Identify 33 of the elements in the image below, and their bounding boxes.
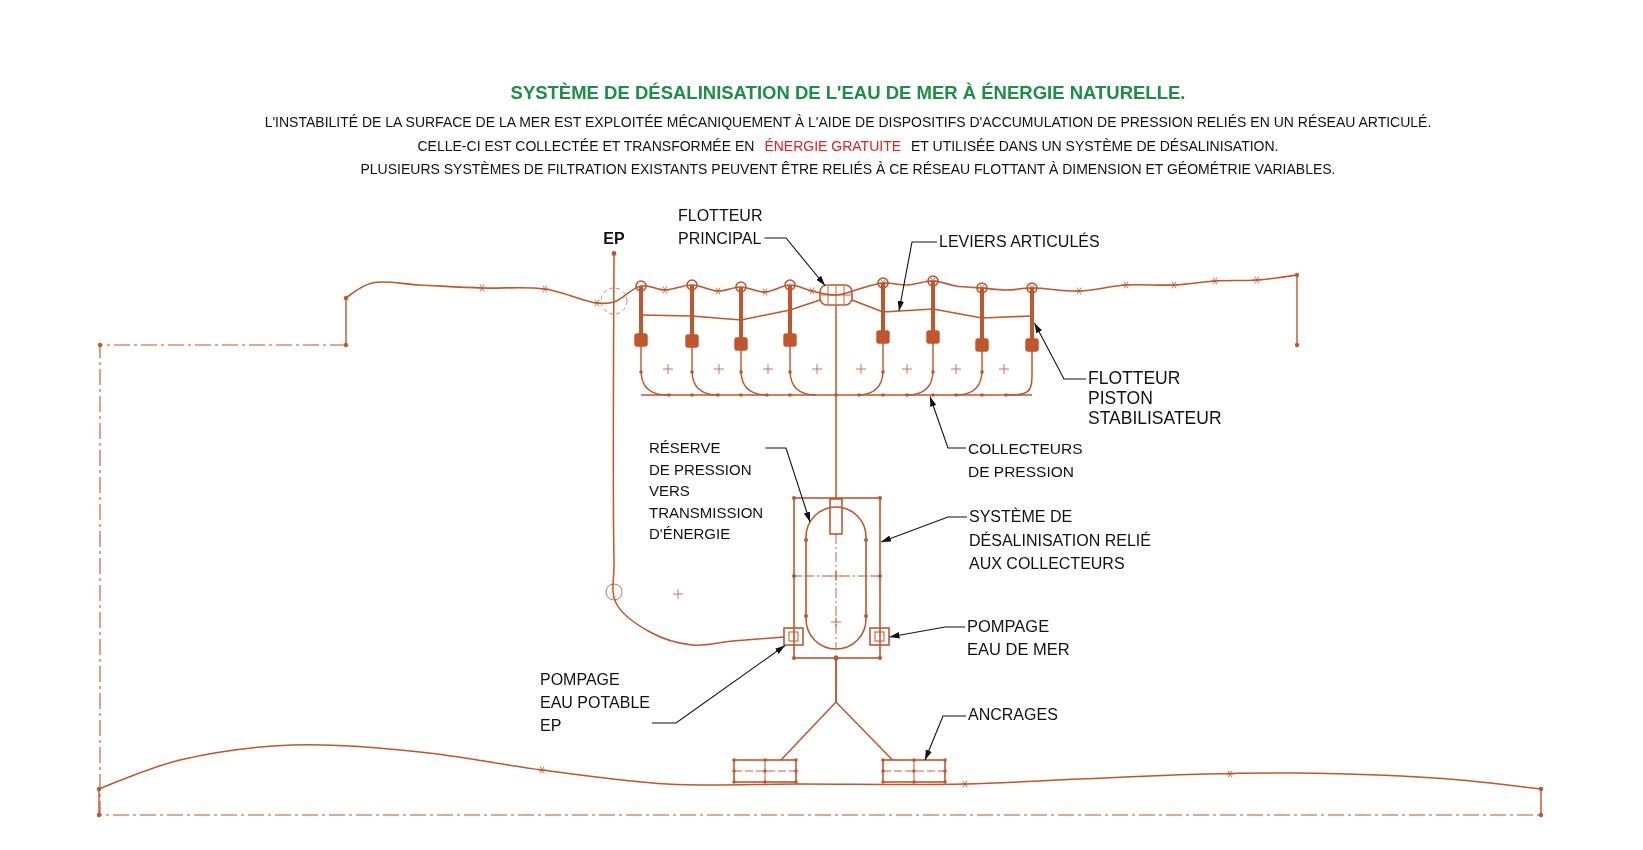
seawater-pump — [869, 627, 890, 646]
diagram-title: SYSTÈME DE DÉSALINISATION DE L'EAU DE MER À ÉNERGIE NATURELLE. — [510, 82, 1186, 104]
callout-label: FLOTTEUR PRINCIPAL — [678, 204, 763, 250]
description-text: CELLE-CI EST COLLECTÉE ET TRANSFORMÉE EN — [417, 138, 755, 155]
description-text: L'INSTABILITÉ DE LA SURFACE DE LA MER EST EXPLOITÉE MÉCANIQUEMENT À L'AIDE DE DISPOSITIFS D'ACCUMULATION DE PRESSION RELIÉS EN UN RÉSEAU ARTICULÉ. — [264, 114, 1432, 131]
description-text: ET UTILISÉE DANS UN SYSTÈME DE DÉSALINISATION. — [911, 138, 1279, 155]
potable-water-pump — [783, 627, 804, 646]
description-text: PLUSIEURS SYSTÈMES DE FILTRATION EXISTANTS PEUVENT ÊTRE RELIÉS À CE RÉSEAU FLOTTANT À DIMENSION ET GÉOMÉTRIE VARIABLES. — [360, 161, 1336, 178]
pipe-label: EP — [603, 228, 625, 251]
callout-label: POMPAGE EAU DE MER — [967, 615, 1070, 661]
leader-line — [651, 644, 786, 724]
pressure-reserve-tank — [803, 498, 869, 650]
leader-line — [924, 715, 967, 761]
highlighted-text: ÉNERGIE GRATUITE — [764, 138, 902, 155]
callout-label: ANCRAGES — [968, 704, 1058, 727]
anchor-block — [732, 758, 798, 784]
piston-float — [1025, 282, 1039, 352]
callout-label: COLLECTEURS DE PRESSION — [968, 437, 1083, 483]
anchor-block — [881, 758, 947, 784]
pipe-line — [611, 251, 785, 646]
leader-line — [1033, 322, 1087, 380]
desalination-unit-frame — [792, 496, 882, 660]
leader-line — [764, 447, 811, 523]
callout-label: LEVIERS ARTICULÉS — [939, 231, 1100, 254]
leader-line — [880, 516, 968, 543]
leader-line — [888, 626, 966, 639]
callout-label: SYSTÈME DE DÉSALINISATION RELIÉ AUX COLLECTEURS — [969, 505, 1151, 576]
callout-label: POMPAGE EAU POTABLE EP — [540, 668, 650, 737]
leader-line — [929, 395, 967, 449]
pipe-line — [1005, 350, 1033, 396]
callout-label: FLOTTEUR PISTON STABILISATEUR — [1088, 368, 1222, 428]
pipe-line — [833, 655, 894, 761]
callout-label: RÉSERVE DE PRESSION VERS TRANSMISSION D'ÉNERGIE — [649, 437, 764, 545]
